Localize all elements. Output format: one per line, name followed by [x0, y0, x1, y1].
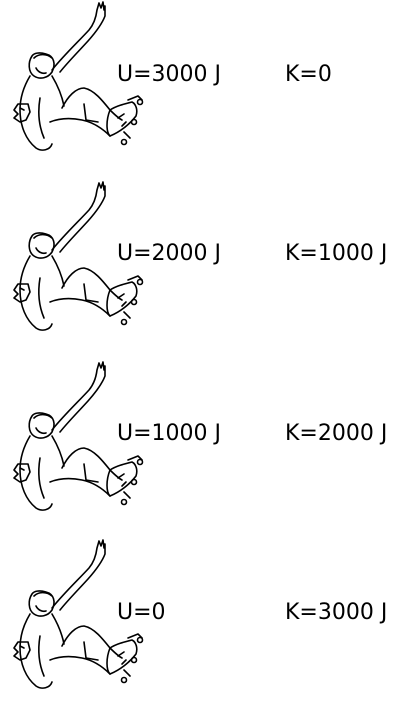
kinetic-energy-label: K=2000 J	[285, 421, 388, 446]
potential-energy-label: U=3000 J	[117, 62, 222, 87]
energy-row-3: U=1000 J K=2000 J	[0, 360, 398, 530]
potential-energy-label: U=0	[117, 600, 166, 625]
kinetic-energy-label: K=1000 J	[285, 241, 388, 266]
energy-row-1: U=3000 J K=0	[0, 0, 398, 170]
potential-energy-label: U=1000 J	[117, 421, 222, 446]
potential-energy-label: U=2000 J	[117, 241, 222, 266]
kinetic-energy-label: K=0	[285, 62, 332, 87]
energy-row-2: U=2000 J K=1000 J	[0, 180, 398, 350]
kinetic-energy-label: K=3000 J	[285, 600, 388, 625]
energy-row-4: U=0 K=3000 J	[0, 538, 398, 708]
